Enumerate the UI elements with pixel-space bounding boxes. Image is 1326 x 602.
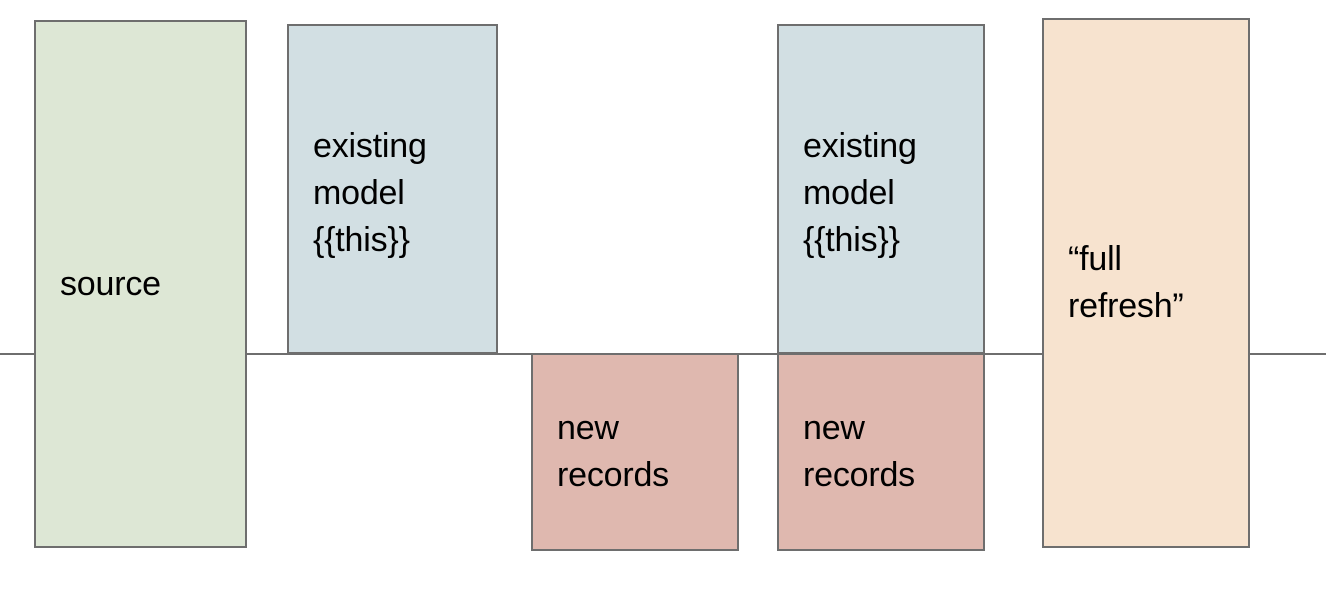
block-source-label: source: [60, 264, 161, 303]
block-existing-model-1-label: existing model {{this}}: [313, 127, 427, 259]
block-new-records-1-label: new records: [557, 409, 669, 494]
block-existing-model-2[interactable]: existing model {{this}}: [777, 24, 985, 354]
block-existing-model-2-label: existing model {{this}}: [803, 127, 917, 259]
block-source[interactable]: source: [34, 20, 247, 548]
block-full-refresh-label: “full refresh”: [1068, 240, 1184, 325]
block-full-refresh[interactable]: “full refresh”: [1042, 18, 1250, 548]
block-new-records-1[interactable]: new records: [531, 353, 739, 551]
block-new-records-2[interactable]: new records: [777, 353, 985, 551]
block-existing-model-1[interactable]: existing model {{this}}: [287, 24, 498, 354]
block-new-records-2-label: new records: [803, 409, 915, 494]
